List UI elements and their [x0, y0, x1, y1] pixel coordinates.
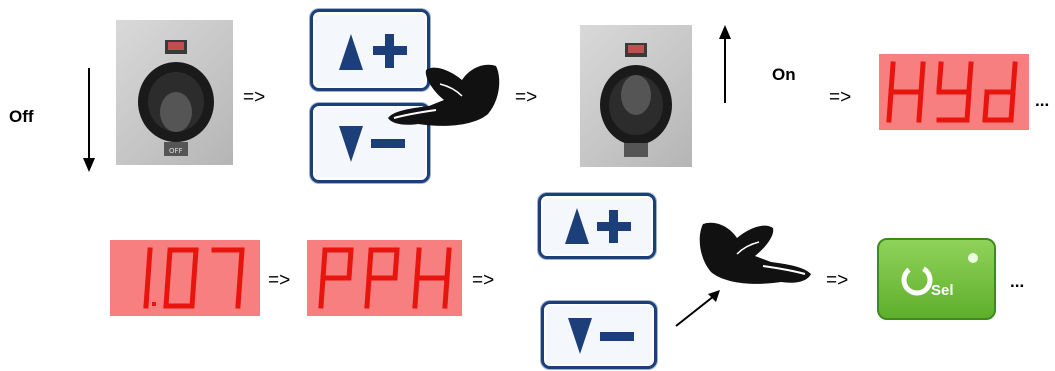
ellipsis-bottom: ... — [1010, 272, 1025, 291]
step-arrow: => — [472, 270, 495, 291]
power-switch-on[interactable] — [580, 25, 692, 167]
down-arrow — [83, 68, 95, 172]
svg-text:OFF: OFF — [169, 147, 183, 155]
display-version — [110, 240, 260, 316]
sel-button[interactable]: Sel — [877, 238, 996, 320]
sel-label: Sel — [931, 282, 954, 299]
display-hyd — [879, 54, 1029, 130]
up-plus-icon — [339, 34, 407, 70]
down-minus-button[interactable] — [541, 301, 657, 369]
pointing-hand-icon — [388, 64, 500, 126]
up-plus-icon — [565, 208, 631, 244]
up-plus-button[interactable] — [538, 193, 656, 259]
step-arrow: => — [829, 87, 852, 108]
pointing-hand-icon — [699, 222, 811, 284]
seven-segment-hyd — [886, 61, 1018, 123]
ellipsis-top: ... — [1035, 91, 1050, 110]
up-plus-button[interactable] — [310, 9, 430, 91]
seven-segment-version — [143, 247, 245, 309]
display-pph — [307, 240, 462, 316]
down-minus-icon — [568, 318, 634, 354]
down-minus-icon — [339, 126, 405, 162]
step-arrow: => — [826, 270, 849, 291]
step-arrow: => — [268, 270, 291, 291]
power-switch-off[interactable]: OFF — [116, 20, 233, 165]
diagonal-arrow — [675, 290, 720, 327]
seven-segment-pph — [318, 247, 452, 309]
on-label: On — [772, 65, 796, 84]
rocker-switch-icon — [600, 43, 672, 157]
rocker-switch-icon: OFF — [138, 40, 214, 156]
off-label: Off — [9, 107, 34, 126]
step-arrow: => — [243, 87, 266, 108]
up-arrow — [719, 25, 731, 103]
step-arrow: => — [515, 87, 538, 108]
power-cycle-icon — [901, 253, 978, 296]
